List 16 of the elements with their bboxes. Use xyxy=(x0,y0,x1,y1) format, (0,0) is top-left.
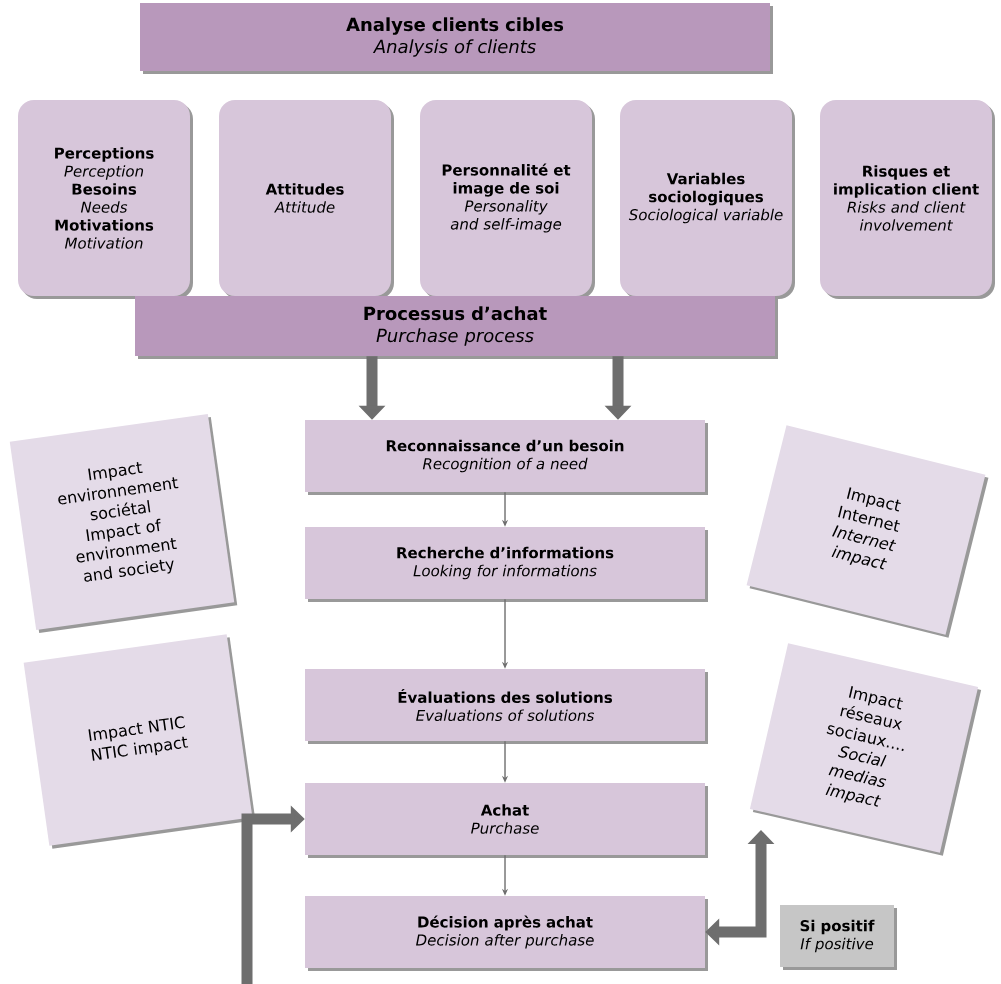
factor-box: Variables sociologiques Sociological variable xyxy=(620,100,795,299)
step-box: Évaluations des solutions Evaluations of solutions xyxy=(305,669,708,744)
header-band: Analyse clients cibles Analysis of clients xyxy=(140,3,773,74)
factor-box: Personnalité et image de soi Personality and self-image xyxy=(420,100,595,299)
impact-card: Impact réseaux sociaux.... Social medias impact xyxy=(749,643,982,856)
factor-box: Risques et implication client Risks and client involvement xyxy=(820,100,995,299)
factor-box: Attitudes Attitude xyxy=(219,100,394,299)
impact-card: Impact NTIC NTIC impact xyxy=(23,634,256,849)
step-box: Décision après achat Decision after purchase xyxy=(305,896,708,971)
condition-box: Si positif If positive xyxy=(780,905,897,970)
factor-box: Perceptions Perception Besoins Needs Motivations Motivation xyxy=(18,100,193,299)
step-box: Recherche d’informations Looking for informations xyxy=(305,527,708,602)
step-box: Reconnaissance d’un besoin Recognition of a need xyxy=(305,420,708,495)
impact-card: Impact Internet Internet impact xyxy=(746,425,989,638)
step-box: Achat Purchase xyxy=(305,783,708,858)
header-band: Processus d’achat Purchase process xyxy=(135,296,778,359)
